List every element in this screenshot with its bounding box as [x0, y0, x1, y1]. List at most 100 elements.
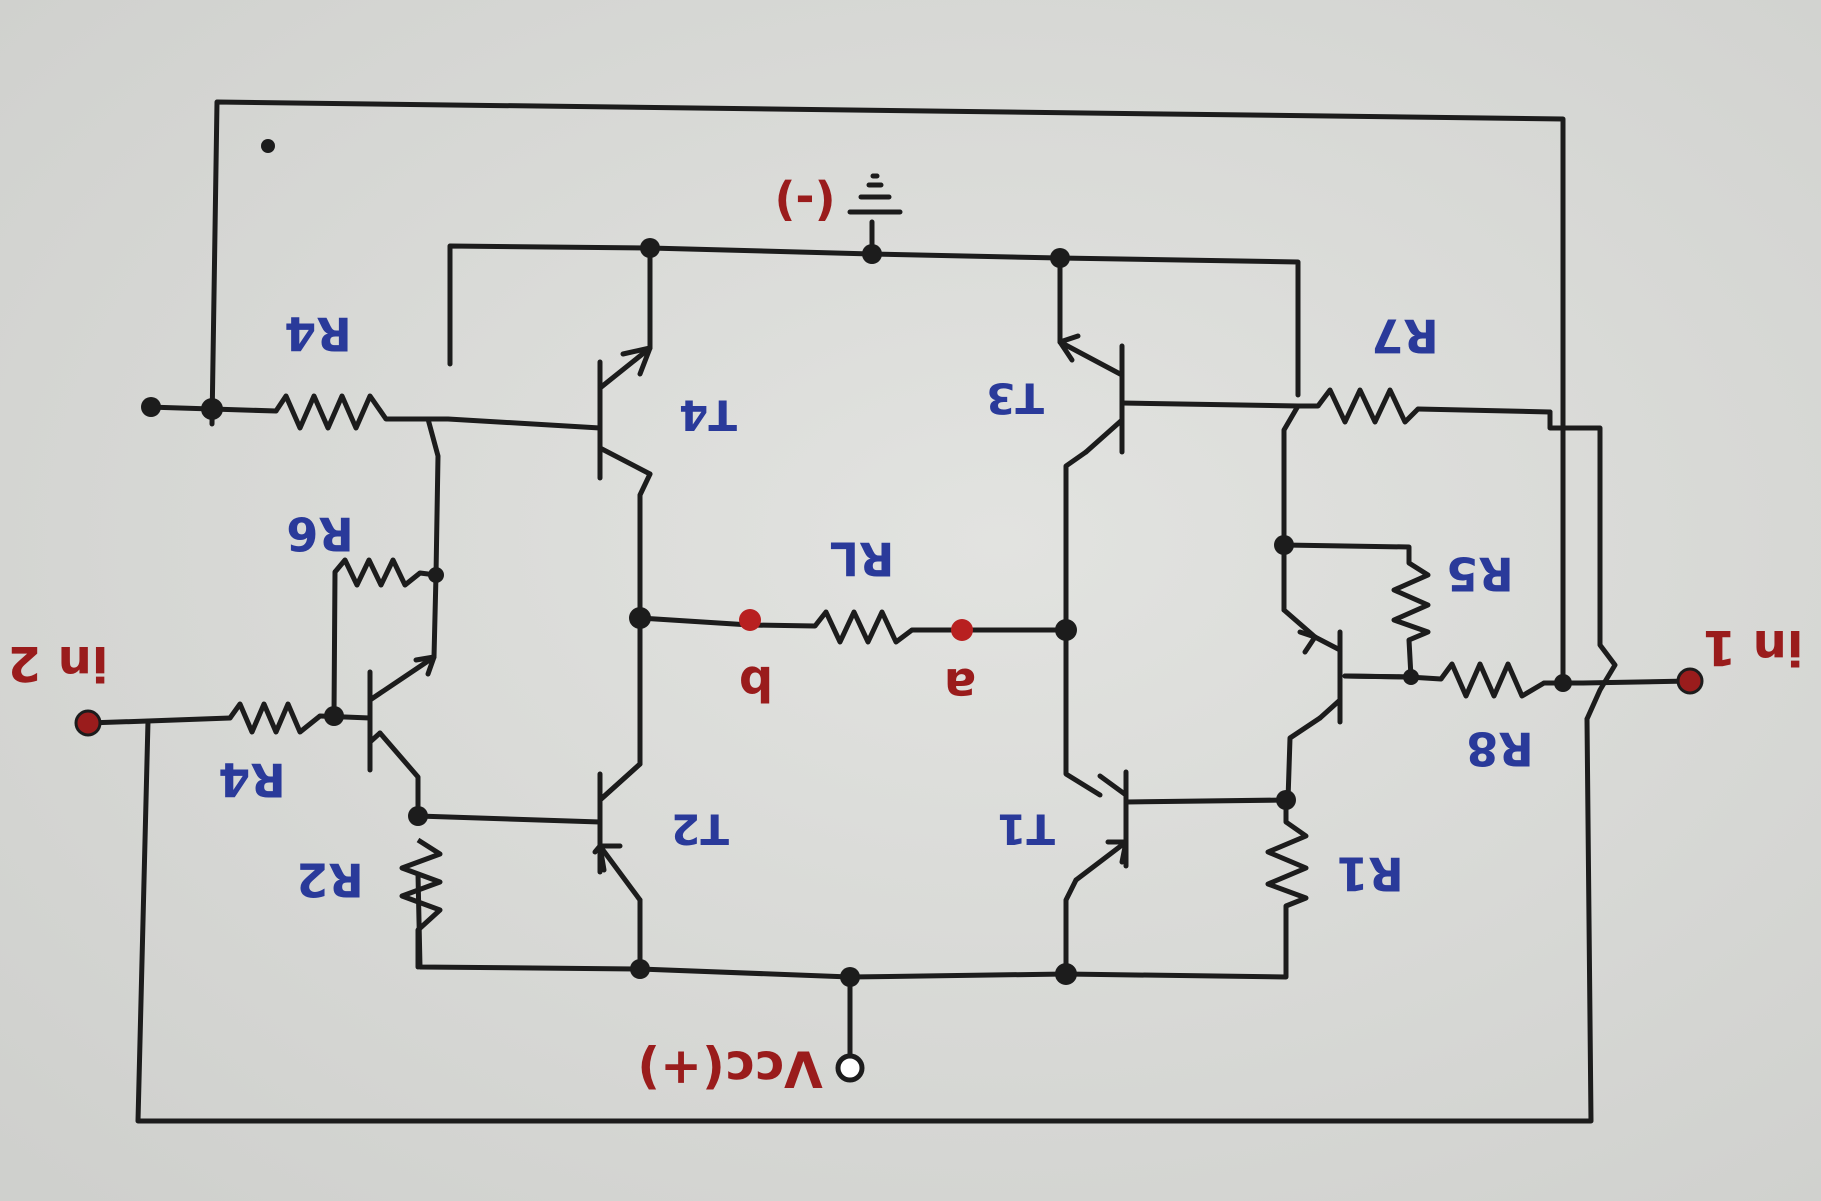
- wire-base-to-r8: [1342, 673, 1444, 682]
- wire-t1-emitter: [1063, 877, 1079, 977]
- transistor-q-left: [367, 654, 437, 773]
- label-rl: RL: [830, 532, 895, 586]
- terminal-in2: [74, 709, 102, 737]
- transistor-q-right: [1297, 629, 1343, 725]
- wire-in2-r4: [85, 715, 233, 726]
- resistor-r1: [1265, 819, 1309, 909]
- wire-r7-right: [1415, 406, 1553, 415]
- qright-emitter-leg: [1317, 697, 1343, 721]
- wire-right-loop: [1547, 409, 1618, 722]
- junction-r2-top: [408, 806, 428, 826]
- label-r6: R6: [286, 507, 353, 561]
- junction-in-top-left: [201, 398, 223, 420]
- t3-collector-leg: [1083, 417, 1125, 455]
- t1-collector-leg: [1097, 773, 1129, 798]
- t1-arrow: [1105, 839, 1129, 865]
- label-vcc: Vcc(+): [637, 1040, 823, 1098]
- qleft-collector-leg: [367, 730, 383, 745]
- wire-rl-left: [747, 622, 818, 629]
- junction-t3-emitter-top: [1050, 248, 1070, 268]
- wire-t3base-r7: [1119, 400, 1321, 409]
- resistor-r2: [399, 837, 443, 932]
- resistor-rl: [813, 609, 914, 645]
- junction-vcc-left: [630, 959, 650, 979]
- wire-node-b: [637, 615, 753, 628]
- qleft-emitter-leg: [367, 654, 437, 703]
- resistor-r5: [1391, 560, 1431, 643]
- junction-vcc-right: [1055, 963, 1077, 985]
- wire-t1-collector: [1063, 627, 1103, 798]
- wire-right-vert: [1281, 403, 1301, 613]
- junction-node-a-right: [1055, 619, 1077, 641]
- junction-r6: [428, 567, 444, 583]
- junction-vcc-center: [840, 967, 860, 987]
- label-r4-top: R4: [284, 307, 351, 361]
- label-r1: R1: [1336, 847, 1403, 901]
- label-t1: T1: [997, 805, 1055, 854]
- label-r7: R7: [1371, 309, 1438, 363]
- transistor-t1: [1073, 769, 1129, 883]
- terminal-node-a: [951, 619, 973, 641]
- terminal-in1: [1676, 667, 1704, 695]
- t2-collector-leg: [597, 761, 643, 803]
- qright-collector-leg: [1312, 634, 1343, 653]
- resistor-r7: [1316, 387, 1420, 425]
- wire-q-left-collector: [377, 730, 421, 815]
- ground-symbol: [847, 173, 903, 215]
- junction-r5: [1274, 535, 1294, 555]
- wire-r6-left: [331, 569, 338, 718]
- junction-node-b-left: [629, 607, 651, 629]
- junction-t4-emitter-top: [640, 238, 660, 258]
- label-node-a: a: [944, 657, 976, 713]
- label-t4: T4: [679, 391, 737, 440]
- transistor-t4: [597, 345, 653, 481]
- label-r5: R5: [1446, 547, 1513, 601]
- qright-arrow: [1297, 629, 1318, 655]
- t3-arrow: [1057, 333, 1081, 363]
- label-t2: T2: [671, 805, 729, 854]
- t2-arrow: [592, 843, 623, 873]
- label-node-b: b: [739, 655, 773, 711]
- outer-wire-top: [209, 99, 1566, 686]
- label-r2: R2: [296, 853, 363, 907]
- t3-emitter-leg: [1057, 339, 1125, 378]
- label-in1: in 1: [1703, 619, 1804, 675]
- resistors: [227, 387, 1546, 932]
- transistors: [367, 333, 1343, 903]
- terminal-left-top: [141, 397, 161, 417]
- wire-left-vert-upper: [425, 416, 441, 660]
- t4-emitter-leg: [597, 345, 653, 391]
- t2-emitter-leg: [597, 843, 643, 903]
- resistor-r6: [333, 557, 422, 588]
- wire-r8-right: [1541, 678, 1693, 686]
- junction-r4-base: [324, 706, 344, 726]
- t4-arrow: [620, 345, 653, 377]
- wire-t4-collector: [637, 471, 653, 621]
- junction-r1-top: [1276, 790, 1296, 810]
- label-r4-lower: R4: [218, 753, 285, 807]
- label-r8: R8: [1466, 722, 1533, 776]
- label-t3: T3: [986, 374, 1044, 423]
- resistor-r8: [1438, 661, 1546, 699]
- junction-ink-blot: [261, 139, 275, 153]
- wire-t3-collector: [1063, 449, 1089, 633]
- wire-q-right-emitter: [1285, 715, 1323, 803]
- outer-wire-bottom: [135, 716, 1594, 1124]
- label-ground: (-): [774, 175, 835, 229]
- wire-r5-top: [1281, 542, 1412, 566]
- qleft-arrow: [413, 654, 437, 677]
- junctions: [201, 139, 1572, 987]
- label-in2: in 2: [8, 635, 109, 691]
- junction-ground: [862, 244, 882, 264]
- t4-collector-leg: [597, 445, 653, 477]
- junction-r8-right: [1554, 674, 1572, 692]
- transistor-t3: [1057, 333, 1125, 455]
- resistor-r4: [227, 701, 322, 735]
- terminals: [74, 397, 1704, 1083]
- terminal-vcc: [835, 1053, 865, 1083]
- wire-r4-to-t4base: [383, 416, 603, 431]
- junction-r5-bottom: [1403, 669, 1419, 685]
- transistor-t2: [592, 761, 643, 903]
